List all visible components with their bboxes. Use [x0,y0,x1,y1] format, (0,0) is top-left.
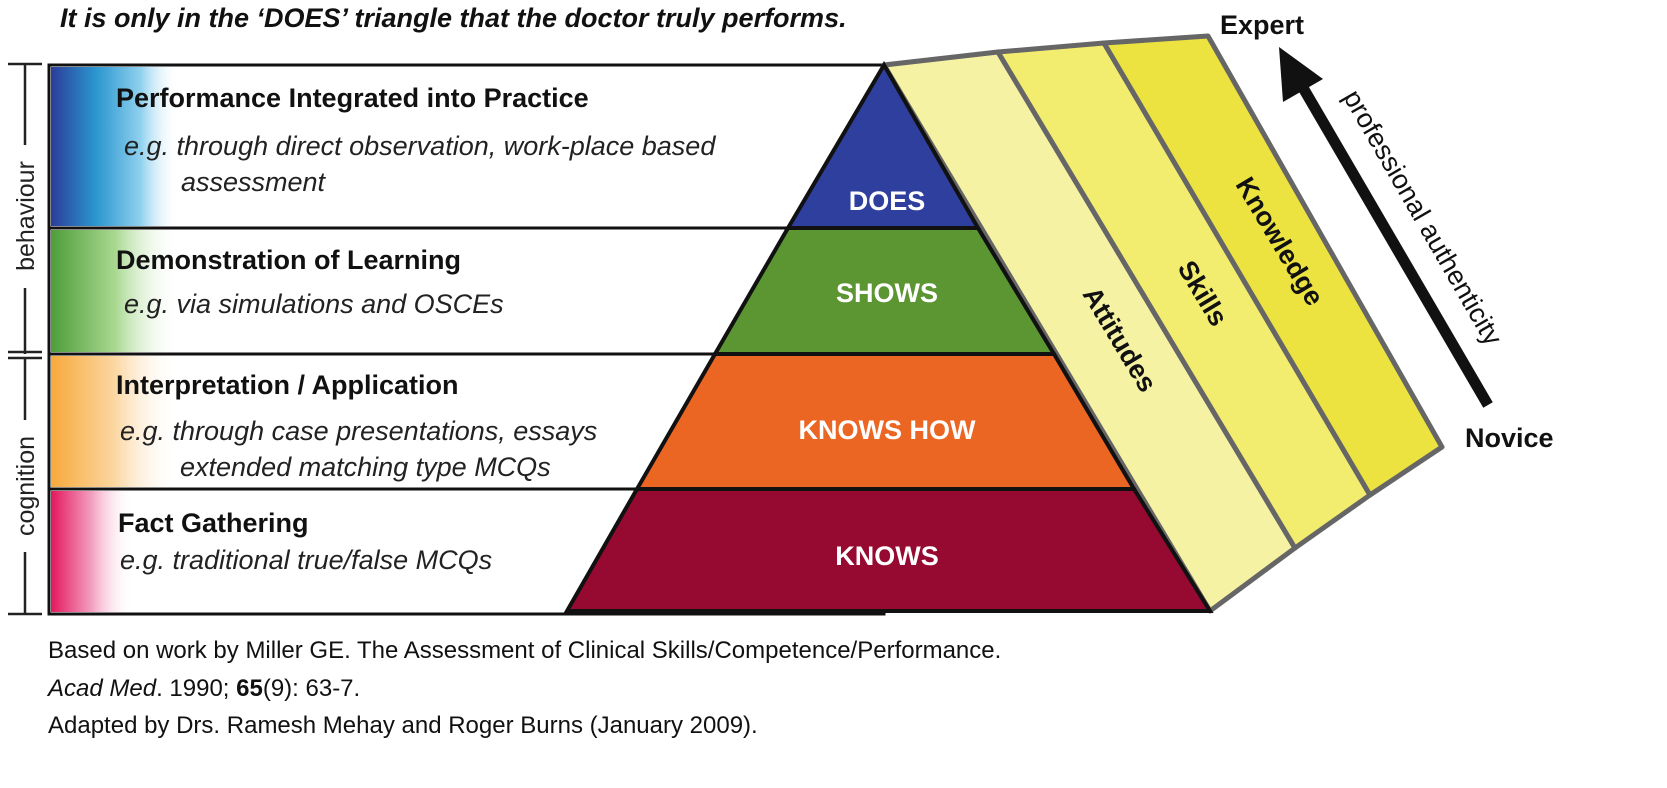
side-label-behaviour: behaviour [12,161,40,271]
row-example-does-line2: assessment [181,167,327,197]
arrow-up-icon [1279,47,1323,102]
gradient-strip-does [51,67,179,226]
row-heading-does: Performance Integrated into Practice [116,83,589,113]
row-example-knows-how-line2: extended matching type MCQs [180,452,551,482]
gradient-strip-knows [51,491,133,612]
diagram-title: It is only in the ‘DOES’ triangle that t… [60,3,847,33]
row-example-knows-how-line1: e.g. through case presentations, essays [120,416,597,446]
pyramid [563,61,1214,613]
row-example-knows-line1: e.g. traditional true/false MCQs [120,545,492,575]
tier-label-shows: SHOWS [836,278,938,308]
tier-label-knows: KNOWS [835,541,939,571]
axis-label-expert: Expert [1220,10,1304,40]
citation-line2: Acad Med. 1990; 65(9): 63-7. [46,675,360,702]
tier-label-knows-how: KNOWS HOW [799,415,976,445]
side-bracket [8,62,42,616]
row-example-does-line1: e.g. through direct observation, work-pl… [124,131,716,161]
citation-line1: Based on work by Miller GE. The Assessme… [48,637,1001,664]
row-example-shows-line1: e.g. via simulations and OSCEs [124,289,504,319]
authenticity-arrow-shaft [1297,83,1493,408]
row-heading-knows-how: Interpretation / Application [116,370,459,400]
bands-group [881,33,1445,614]
tier-knows [563,487,1214,613]
gradient-strip-knows-how [51,356,179,487]
axis-label-novice: Novice [1465,423,1554,453]
row-heading-knows: Fact Gathering [118,508,309,538]
citation-volume: 65 [236,675,263,702]
tier-label-does: DOES [849,186,926,216]
citation-details-a: . 1990; [156,675,236,702]
gradient-strip-shows [51,230,179,352]
citation-details-b: (9): 63-7. [263,675,360,702]
side-label-cognition: cognition [12,436,40,536]
band-knowledge [1101,33,1445,498]
row-box-does [47,63,886,230]
row-heading-shows: Demonstration of Learning [116,245,461,275]
citation-line3: Adapted by Drs. Ramesh Mehay and Roger B… [48,712,758,739]
citation-journal: Acad Med [46,675,157,702]
